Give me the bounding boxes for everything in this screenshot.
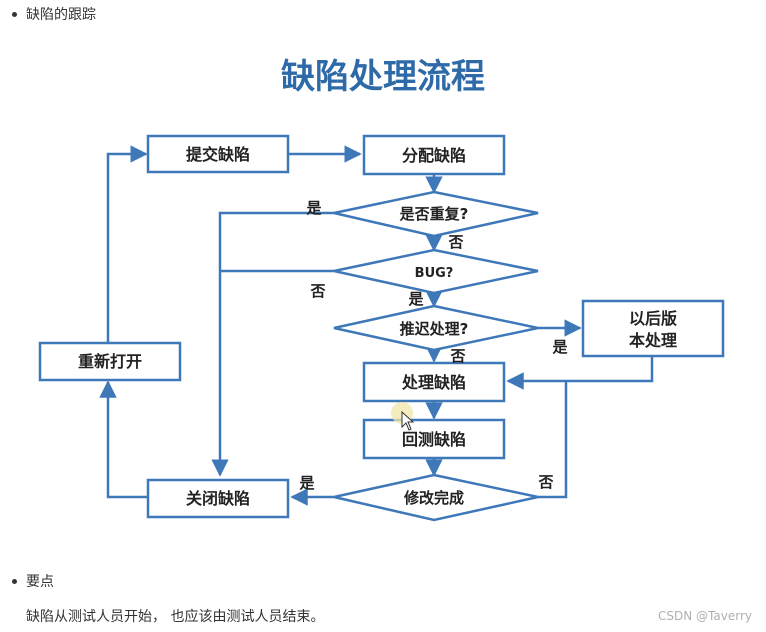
edge-done-no [538, 381, 568, 499]
edge-close-reopen [99, 380, 148, 499]
label-process: 处理缺陷 [401, 373, 466, 392]
bullet-dot [12, 11, 17, 17]
bullet-dot [12, 578, 17, 584]
section-bullet: 要点 [12, 571, 54, 591]
label-bug: BUG? [415, 266, 454, 281]
label-later-line2: 本处理 [629, 331, 677, 350]
edge-label-defer-no: 否 [449, 347, 465, 365]
edge-label-duplicate-yes: 是 [305, 199, 322, 217]
diagram-title: 缺陷处理流程 [281, 57, 485, 97]
label-close: 关闭缺陷 [186, 489, 250, 508]
box-process [362, 361, 506, 403]
edge-label-done-yes: 是 [298, 474, 315, 492]
label-later-line1: 以后版 [629, 309, 677, 328]
decision-done [333, 473, 539, 522]
label-done: 修改完成 [403, 489, 464, 507]
box-submit [146, 134, 290, 174]
label-retest: 回测缺陷 [402, 430, 466, 449]
edge-later-process [506, 356, 654, 390]
defect-flowchart: 缺陷处理流程 [38, 57, 725, 522]
label-duplicate: 是否重复? [399, 205, 469, 223]
label-assign: 分配缺陷 [402, 146, 466, 165]
watermark: CSDN @Taverry [658, 609, 752, 623]
box-retest [362, 418, 506, 460]
box-reopen [38, 341, 182, 382]
connectors [99, 145, 654, 506]
box-close [146, 478, 290, 519]
edge-label-bug-yes: 是 [407, 290, 424, 308]
edge-label-duplicate-no: 否 [447, 233, 463, 251]
label-reopen: 重新打开 [78, 352, 142, 371]
edge-label-bug-no: 否 [309, 282, 325, 300]
edge-label-defer-yes: 是 [551, 338, 568, 356]
edge-reopen-submit [106, 145, 148, 343]
header-bullet-text: 缺陷的跟踪 [26, 7, 96, 23]
header-bullet: 缺陷的跟踪 [12, 4, 96, 24]
edge-duplicate-close [211, 211, 334, 477]
edge-label-done-no: 否 [537, 473, 553, 491]
decision-defer [333, 304, 539, 352]
decision-bug [333, 248, 539, 295]
label-defer: 推迟处理? [400, 320, 469, 338]
box-assign [362, 134, 506, 176]
key-point-note: 缺陷从测试人员开始， 也应该由测试人员结束。 [26, 609, 325, 625]
cursor-arrow-icon [401, 410, 415, 431]
section-title: 要点 [26, 574, 54, 590]
box-later-version [581, 299, 725, 358]
decision-duplicate [333, 190, 539, 238]
label-submit: 提交缺陷 [186, 145, 250, 164]
